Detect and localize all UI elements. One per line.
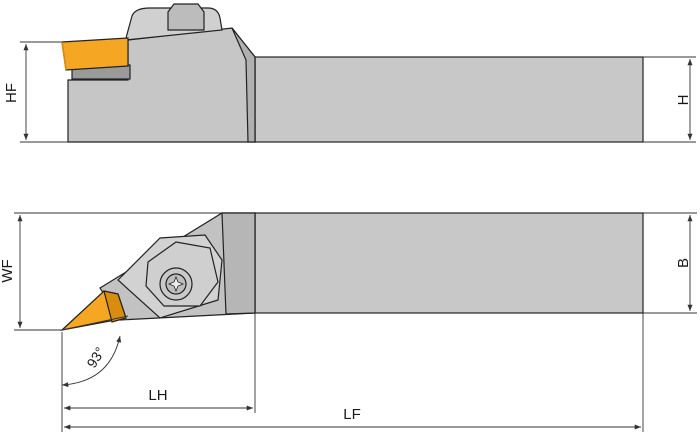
side-view-head-shade	[231, 27, 256, 143]
lh-label: LH	[148, 387, 167, 404]
top-view-head-shade	[221, 212, 256, 315]
lf-label: LF	[343, 406, 361, 423]
top-view-shank	[254, 212, 644, 314]
top-view	[60, 212, 644, 331]
side-dimensions	[20, 41, 696, 143]
angle-label: 93°	[83, 344, 108, 370]
top-dimensions	[14, 212, 697, 432]
side-view-shank	[254, 56, 644, 143]
b-label: B	[675, 258, 692, 268]
hf-label: HF	[3, 83, 20, 103]
side-view-insert	[61, 37, 129, 71]
wf-label: WF	[0, 259, 16, 282]
h-label: H	[675, 95, 692, 106]
side-view	[61, 3, 644, 143]
angle-arc	[61, 335, 122, 388]
side-view-clamp-screw	[167, 3, 205, 31]
